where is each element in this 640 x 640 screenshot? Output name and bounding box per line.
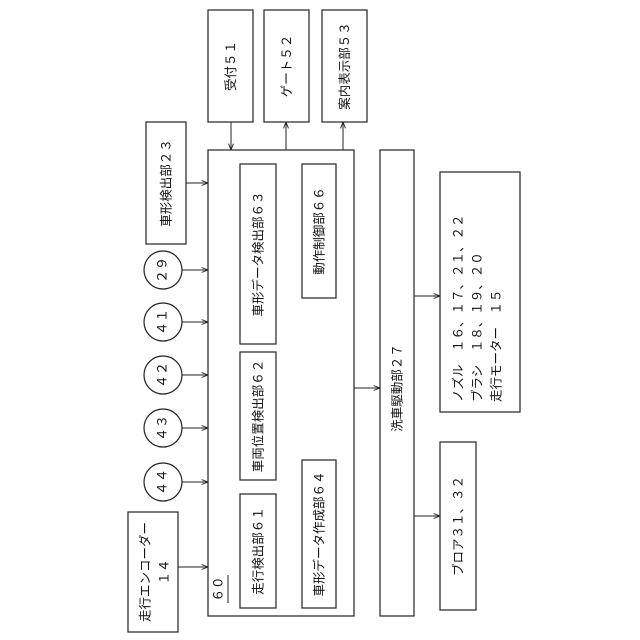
blower-block: ブロア３１、３２ — [440, 442, 476, 610]
travel-encoder-block: 走行エンコーダー １４ — [128, 512, 178, 632]
sensor-label: ２９ — [156, 257, 171, 283]
actuators-label-line3: 走行モーター １５ — [489, 289, 504, 402]
actuators-label-line1: ノズル １６、１７、２１、２２ — [451, 214, 466, 402]
actuators-label-line2: ブラシ １８、１９、２０ — [470, 252, 485, 402]
vehicle-shape-data-creator-block: 車形データ作成部６４ — [302, 460, 336, 608]
travel-encoder-label-line2: １４ — [157, 559, 172, 584]
vehicle-position-detector-block: 車両位置検出部６２ — [240, 352, 276, 480]
travel-detector-label: 走行検出部６１ — [251, 507, 266, 595]
travel-detector-block: 走行検出部６１ — [240, 494, 276, 608]
vehicle-position-detector-label: 車両位置検出部６２ — [251, 360, 266, 473]
reception-label: 受付５１ — [223, 41, 238, 91]
travel-encoder-label-line1: 走行エンコーダー — [138, 522, 153, 622]
operation-controller-block: 動作制御部６６ — [302, 164, 336, 298]
guide-display-label: 案内表示部５３ — [337, 22, 352, 110]
sensor-label: ４２ — [156, 362, 171, 388]
vehicle-shape-data-creator-label: 車形データ作成部６４ — [312, 471, 327, 596]
vehicle-shape-detector-block: 車形検出部２３ — [146, 122, 186, 244]
sensor-label: ４４ — [156, 469, 171, 495]
gate-label: ゲート５２ — [279, 35, 294, 98]
wash-drive-label: 洗車駆動部２７ — [390, 344, 405, 432]
reception-block: 受付５１ — [208, 10, 253, 122]
operation-controller-label: 動作制御部６６ — [312, 187, 327, 275]
controller-label: ６０ — [211, 576, 226, 601]
sensor-label: ４３ — [156, 415, 171, 441]
actuators-block: ノズル １６、１７、２１、２２ ブラシ １８、１９、２０ 走行モーター １５ — [440, 172, 520, 412]
sensor-circles: ２９ ４１ ４２ ４３ ４４ — [144, 251, 208, 501]
guide-display-block: 案内表示部５３ — [322, 10, 367, 122]
sensor-label: ４１ — [156, 309, 171, 335]
vehicle-shape-detector-label: 車形検出部２３ — [159, 139, 174, 227]
gate-block: ゲート５２ — [264, 10, 309, 122]
blower-label: ブロア３１、３２ — [451, 476, 466, 576]
wash-drive-block: 洗車駆動部２７ — [380, 150, 414, 616]
vehicle-shape-data-detector-label: 車形データ検出部６３ — [251, 191, 266, 316]
vehicle-shape-data-detector-block: 車形データ検出部６３ — [240, 164, 276, 344]
